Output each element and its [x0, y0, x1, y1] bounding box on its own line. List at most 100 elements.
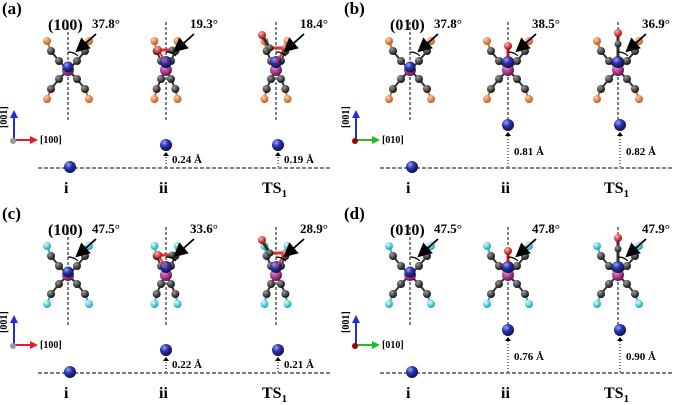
state-label-i: i	[64, 180, 69, 197]
axis-horizontal-arrowhead	[372, 136, 380, 144]
angle-arrow	[75, 33, 97, 53]
displacement-arrowhead	[617, 132, 623, 136]
chlorine-atom	[173, 37, 182, 45]
state-label-ii: ii	[501, 180, 510, 197]
oxygen-atom	[258, 31, 266, 39]
hydrogen-atom	[635, 300, 643, 308]
axis-vertical-arrowhead	[352, 110, 360, 118]
axis-horizontal-label: [100]	[40, 340, 62, 351]
hydrogen-atom	[150, 242, 159, 250]
carbon-atom	[623, 262, 631, 270]
chlorine-atom	[483, 95, 491, 103]
chlorine-atom	[635, 95, 643, 103]
carbon-atom	[521, 47, 529, 55]
displacement-arrowhead	[505, 337, 511, 341]
angle-arrow	[417, 238, 439, 258]
carbon-atom	[513, 262, 521, 270]
axis-vertical-label: [001]	[0, 311, 10, 333]
carbon-atom	[55, 280, 63, 288]
carbon-atom	[614, 40, 622, 48]
axis-origin	[352, 138, 358, 144]
carbon-atom	[171, 85, 180, 93]
state-label-ii: ii	[501, 385, 510, 402]
axis-vertical-label: [001]	[341, 311, 352, 333]
axis-vertical-label: [001]	[0, 106, 10, 128]
carbon-atom	[397, 57, 405, 65]
chlorine-atom	[283, 37, 292, 45]
chlorine-atom	[150, 37, 159, 45]
carbon-atom	[397, 280, 405, 288]
carbon-atom	[55, 57, 63, 65]
carbon-atom	[597, 252, 605, 260]
axis-vertical-arrowhead	[10, 315, 18, 323]
carbon-atom	[423, 290, 431, 298]
panel-label: (b)	[344, 0, 365, 18]
chlorine-atom	[43, 95, 51, 103]
angle-arc	[165, 51, 177, 57]
carbon-atom	[487, 47, 495, 55]
hydrogen-atom	[483, 300, 491, 308]
carbon-atom	[415, 75, 423, 83]
hydrogen-atom	[525, 300, 533, 308]
carbon-atom	[389, 85, 397, 93]
hydrogen-atom	[593, 242, 601, 250]
carbon-atom	[623, 75, 631, 83]
chlorine-atom	[150, 95, 159, 103]
axis-horizontal-arrowhead	[372, 341, 380, 349]
face-label: (010)	[390, 222, 425, 239]
angle-arc	[67, 256, 79, 262]
fe-atom-position	[64, 161, 76, 173]
distance-label: 0.90 Å	[626, 351, 656, 363]
angle-label: 38.5°	[532, 16, 560, 31]
angle-arrow	[173, 238, 195, 258]
carbon-atom	[605, 262, 613, 270]
displacement-arrowhead	[505, 132, 511, 136]
carbon-atom	[521, 252, 529, 260]
carbon-atom	[266, 44, 274, 52]
distance-label: 0.19 Å	[284, 154, 314, 166]
carbon-atom	[423, 47, 431, 55]
carbon-atom	[623, 280, 631, 288]
angle-label: 28.9°	[300, 221, 328, 236]
carbon-atom	[521, 85, 529, 93]
angle-label: 18.4°	[300, 16, 328, 31]
hydrogen-atom	[260, 300, 269, 308]
fe-atom-position	[64, 366, 76, 378]
carbon-atom	[597, 47, 605, 55]
carbon-atom	[495, 75, 503, 83]
angle-arrow	[75, 238, 97, 258]
state-label-i: i	[406, 180, 411, 197]
state-label-ts-main: TS	[262, 180, 282, 197]
carbon-atom	[73, 57, 81, 65]
oxygen-atom	[614, 29, 622, 37]
state-label-ts: TS1	[262, 385, 287, 405]
hydrogen-atom	[593, 300, 601, 308]
oxygen-atom	[154, 251, 162, 259]
hydrogen-atom	[385, 242, 393, 250]
chlorine-atom	[427, 95, 435, 103]
carbon-atom	[415, 280, 423, 288]
carbon-atom	[415, 57, 423, 65]
angle-arrow	[515, 33, 537, 53]
carbon-atom	[81, 290, 89, 298]
carbon-atom	[614, 245, 622, 253]
distance-label: 0.21 Å	[284, 359, 314, 371]
fe-atom-position	[502, 324, 514, 336]
state-label-ts-main: TS	[262, 385, 282, 402]
displacement-arrowhead	[275, 357, 281, 361]
fe-atom-position	[406, 366, 418, 378]
panel-label: (c)	[2, 204, 21, 223]
hydrogen-atom	[385, 300, 393, 308]
angle-label: 47.8°	[532, 221, 560, 236]
fe-atom-position	[502, 119, 514, 131]
chlorine-atom	[593, 37, 601, 45]
fe-atom-position	[272, 139, 284, 151]
axis-origin	[352, 343, 358, 349]
state-label-ts-main: TS	[604, 180, 624, 197]
carbon-atom	[267, 75, 276, 83]
angle-arc	[617, 51, 629, 57]
carbon-atom	[157, 280, 166, 288]
carbon-atom	[423, 252, 431, 260]
